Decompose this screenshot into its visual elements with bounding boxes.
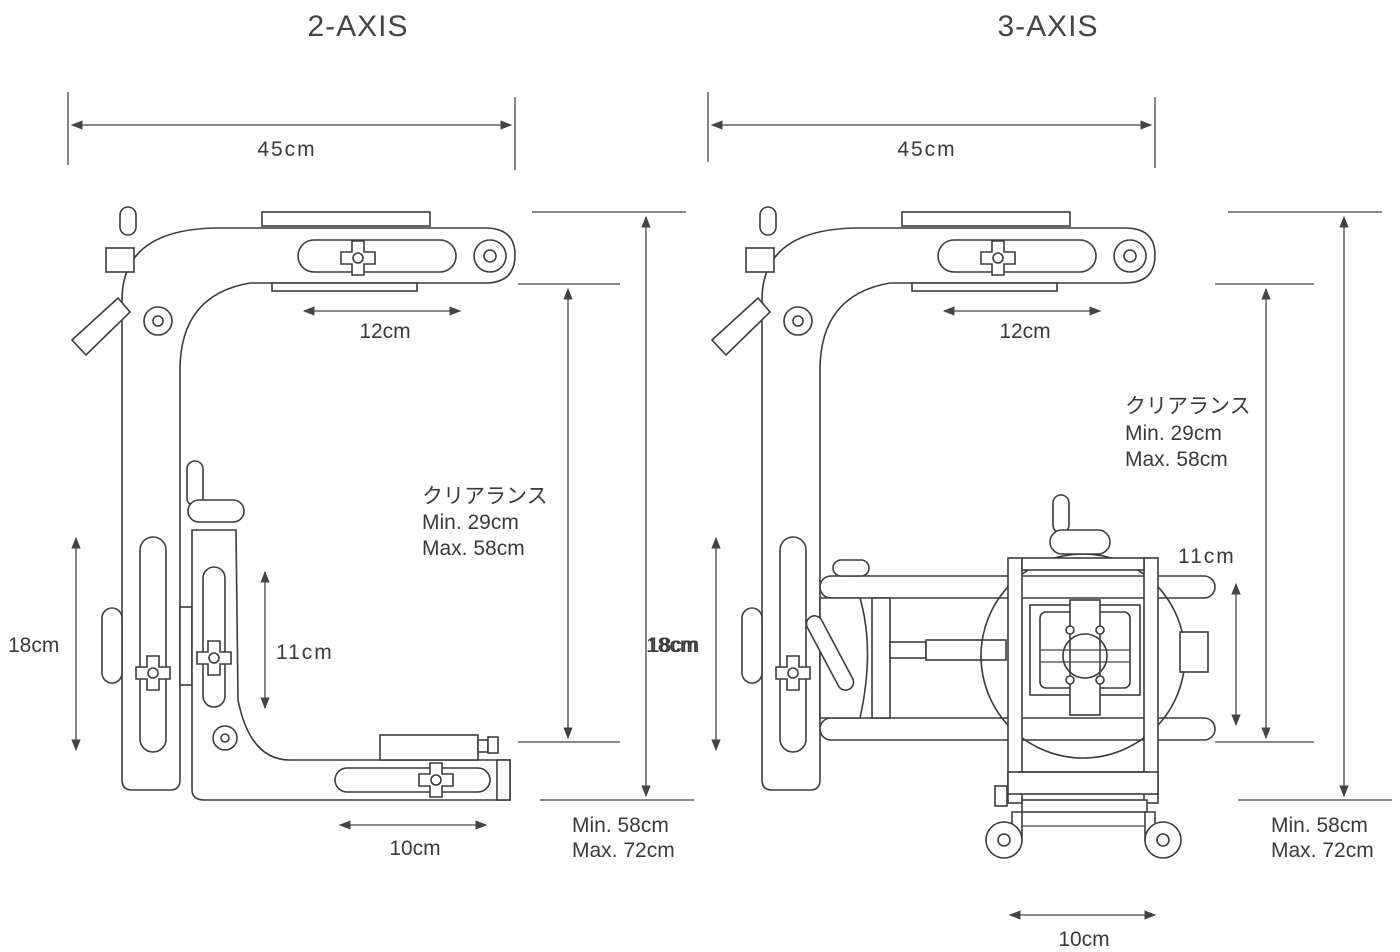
two-axis-width-dimension: 45cm — [67, 92, 516, 170]
two-axis-right-arm-label: 18cm — [646, 634, 697, 657]
three-axis-panel: 3-AXIS 45cm — [648, 10, 1392, 951]
three-axis-bottom-slide-dimension: 10cm — [1008, 910, 1157, 951]
three-axis-plate-slide-dimension: 12cm — [942, 306, 1102, 343]
three-axis-clearance-max: Max. 58cm — [1125, 448, 1228, 471]
three-axis-height-min: Min. 58cm — [1271, 814, 1368, 837]
three-axis-clearance-heading: クリアランス — [1125, 395, 1251, 418]
three-axis-title: 3-AXIS — [997, 10, 1098, 43]
two-axis-clearance-heading: クリアランス — [422, 485, 548, 508]
two-axis-height-max: Max. 72cm — [572, 839, 675, 862]
three-axis-left-arm-label: 18cm — [648, 634, 699, 657]
two-axis-width-label: 45cm — [257, 138, 316, 161]
two-axis-title: 2-AXIS — [307, 10, 408, 43]
three-axis-bottom-slide-label: 10cm — [1058, 928, 1109, 951]
two-axis-left-arm-label: 18cm — [8, 634, 59, 657]
two-axis-plate-slide-label: 12cm — [359, 320, 410, 343]
three-axis-width-dimension: 45cm — [707, 92, 1156, 168]
three-axis-clearance: クリアランス Min. 29cm Max. 58cm — [1125, 283, 1314, 743]
two-axis-bottom-slide-dimension: 10cm — [338, 820, 488, 860]
two-axis-plate-slide-dimension: 12cm — [302, 306, 462, 343]
two-axis-height-min: Min. 58cm — [572, 814, 669, 837]
three-axis-plate-slide-label: 12cm — [999, 320, 1050, 343]
two-axis-left-arm-dimension: 18cm — [8, 536, 81, 752]
three-axis-vertical-slot-dimension: 11cm — [1178, 545, 1241, 727]
three-axis-width-label: 45cm — [897, 138, 956, 161]
two-axis-total-height-dimension: 18cm Min. 58cm Max. 72cm — [532, 211, 697, 862]
three-axis-vertical-slot-label: 11cm — [1178, 545, 1236, 568]
three-axis-total-height-dimension: Min. 58cm Max. 72cm — [1228, 211, 1392, 862]
two-axis-clearance: クリアランス Min. 29cm Max. 58cm — [422, 283, 620, 743]
two-axis-vertical-slot-label: 11cm — [276, 641, 334, 664]
two-axis-panel: 2-AXIS 45cm — [8, 10, 697, 862]
three-axis-left-arm-dimension: 18cm — [648, 536, 721, 752]
two-axis-clearance-min: Min. 29cm — [422, 511, 519, 534]
two-axis-bottom-slide-label: 10cm — [389, 837, 440, 860]
three-axis-height-max: Max. 72cm — [1271, 839, 1374, 862]
three-axis-clearance-min: Min. 29cm — [1125, 422, 1222, 445]
two-axis-gimbal-drawing — [70, 206, 516, 801]
two-axis-clearance-max: Max. 58cm — [422, 537, 525, 560]
two-axis-vertical-slot-dimension: 11cm — [260, 570, 334, 710]
three-axis-gimbal-drawing — [710, 206, 1216, 859]
